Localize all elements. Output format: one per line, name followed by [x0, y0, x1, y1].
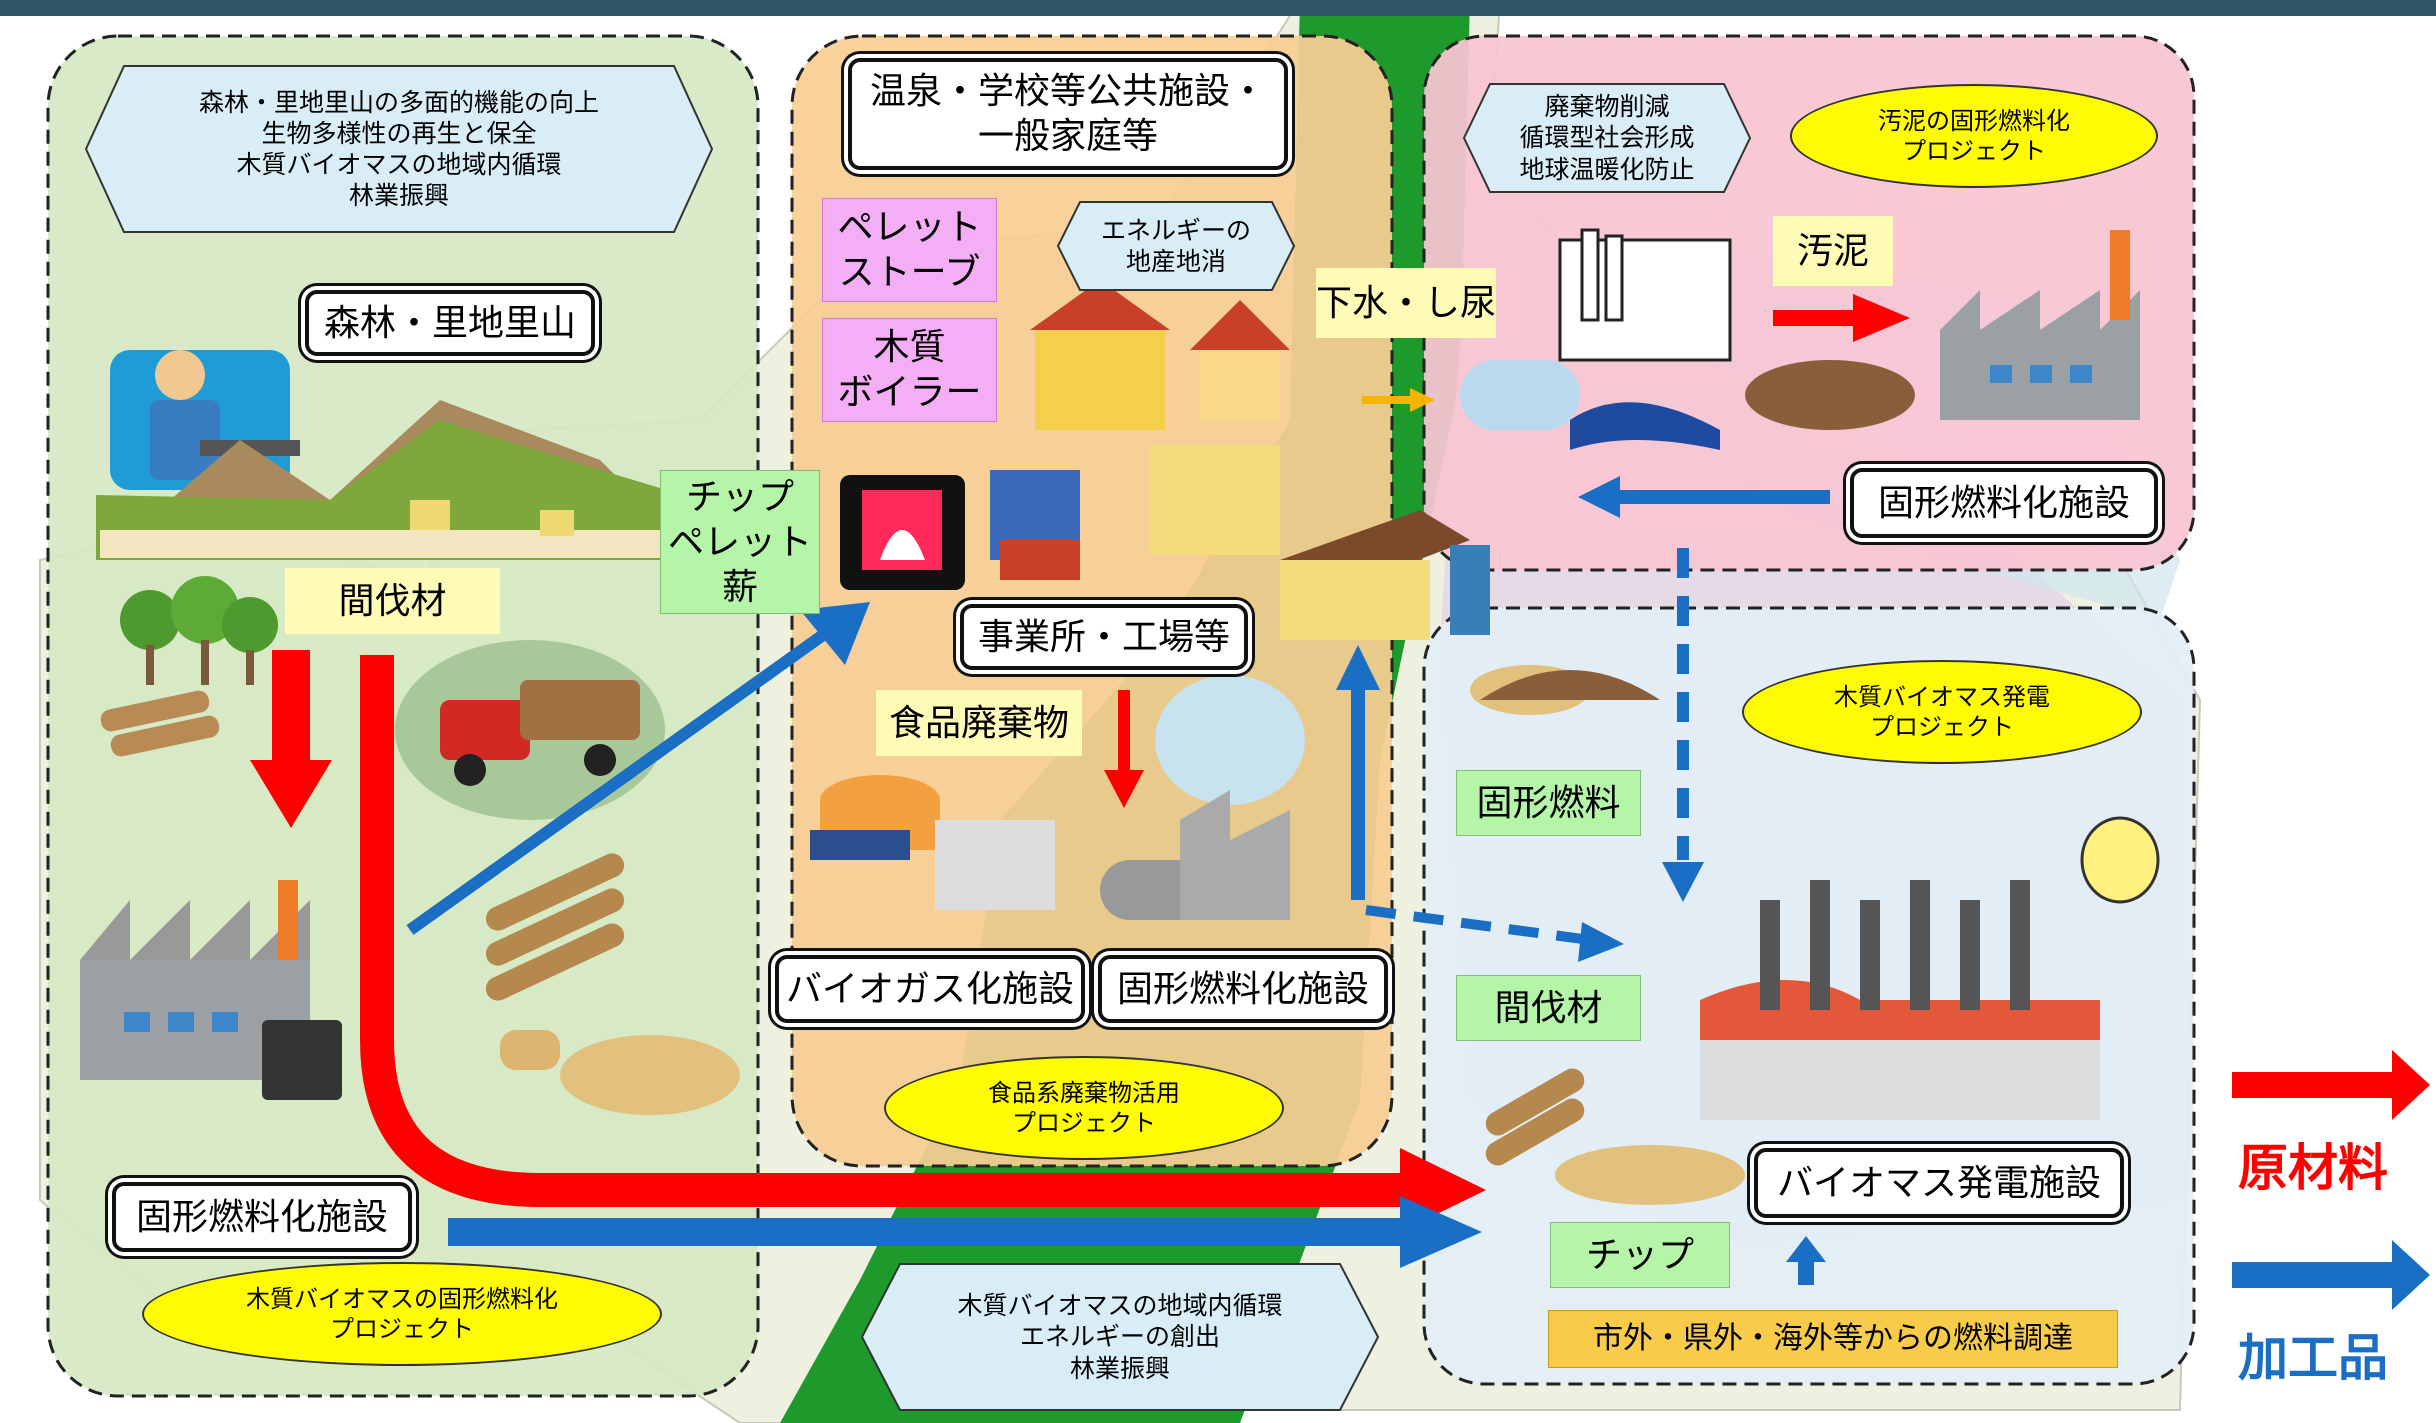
food-solid-fuel-facility: 固形燃料化施設 — [1098, 955, 1388, 1023]
food-waste-label: 食品廃棄物 — [876, 690, 1082, 756]
logs-and-chips-power — [1485, 1068, 1745, 1205]
forest-goal-4: 林業振興 — [348, 181, 449, 211]
forest-thinning-label: 間伐材 — [285, 568, 500, 634]
power-thinning-label: 間伐材 — [1456, 975, 1641, 1041]
trees-and-logs — [100, 576, 278, 757]
sludge-goal-2: 循環型社会形成 — [1519, 123, 1695, 153]
biogas-facility-label: バイオガス化施設 — [775, 955, 1085, 1023]
sewage-plant-illustration — [1460, 228, 1732, 450]
biomass-power-plant-label: バイオマス発電施設 — [1754, 1148, 2124, 1218]
mountain-landscape — [96, 400, 700, 560]
sludge-pile — [1745, 360, 1915, 430]
sewage-flow-arrow — [1362, 388, 1435, 412]
sludge-goal-3: 地球温暖化防止 — [1519, 154, 1695, 184]
wood-boiler-label: 木質 ボイラー — [822, 318, 997, 422]
sludge-goal-1: 廃棄物削減 — [1544, 92, 1670, 122]
legend-raw-arrow — [2232, 1050, 2430, 1120]
bottom-goal-3: 林業振興 — [1069, 1353, 1170, 1383]
stove-icon — [840, 475, 965, 590]
sludge-label: 汚泥 — [1773, 216, 1893, 286]
solid-fuel-pile — [1470, 665, 1660, 715]
chip-label: チップ — [1550, 1222, 1730, 1288]
dryer-plant-illustration — [1100, 790, 1290, 920]
forest-project-oval: 木質バイオマスの固形燃料化 プロジェクト — [142, 1262, 662, 1366]
power-plant-illustration — [1700, 816, 2160, 1120]
forest-goal-2: 生物多様性の再生と保全 — [261, 118, 537, 148]
factory-sludge — [1940, 230, 2140, 420]
chip-pellet-firewood-label: チップ ペレット 薪 — [660, 470, 820, 614]
sludge-solid-fuel-facility: 固形燃料化施設 — [1850, 468, 2158, 538]
sludge-goals-hexagon: 廃棄物削減 循環型社会形成 地球温暖化防止 — [1462, 82, 1752, 194]
public-title: 温泉・学校等公共施設・ 一般家庭等 — [848, 58, 1288, 170]
power-project-oval: 木質バイオマス発電 プロジェクト — [1742, 660, 2142, 764]
forester-illustration — [110, 350, 300, 490]
forest-solid-fuel-facility: 固形燃料化施設 — [112, 1182, 412, 1252]
food-project-oval: 食品系廃棄物活用 プロジェクト — [884, 1056, 1284, 1160]
forest-goal-1: 森林・里地里山の多面的機能の向上 — [198, 87, 599, 117]
bottom-goal-2: エネルギーの創出 — [1019, 1322, 1220, 1352]
local-energy-hexagon: エネルギーの 地産地消 — [1056, 200, 1296, 292]
solid-fuel-label: 固形燃料 — [1456, 770, 1641, 836]
wood-pile-forest — [485, 853, 740, 1115]
food-waste-illustration — [810, 675, 1305, 910]
processed-product-arrows — [406, 476, 1830, 1285]
pellet-stove-label: ペレット ストーブ — [822, 198, 997, 302]
sewage-label: 下水・し尿 — [1316, 268, 1496, 338]
legend-processed-arrow — [2232, 1240, 2430, 1310]
legend-processed-product: 加工品 — [2238, 1329, 2388, 1387]
factory-forest — [80, 880, 342, 1100]
forest-goal-3: 木質バイオマスの地域内循環 — [236, 150, 562, 179]
log-truck-illustration — [395, 640, 665, 820]
sludge-project-oval: 汚泥の固形燃料化 プロジェクト — [1790, 84, 2158, 188]
local-energy-text: エネルギーの 地産地消 — [1100, 215, 1251, 276]
legend-raw-material: 原材料 — [2238, 1139, 2388, 1197]
fuel-procurement-label: 市外・県外・海外等からの燃料調達 — [1548, 1310, 2118, 1368]
houses-illustration — [990, 280, 1290, 580]
raw-material-arrows — [250, 294, 1910, 1232]
forest-title: 森林・里地里山 — [305, 290, 595, 356]
warehouse-illustration — [1280, 510, 1490, 640]
bottom-goals-hexagon: 木質バイオマスの地域内循環 エネルギーの創出 林業振興 — [860, 1262, 1380, 1412]
top-bar — [0, 0, 2436, 16]
bottom-goal-1: 木質バイオマスの地域内循環 — [957, 1291, 1283, 1321]
forest-goals-hexagon: 森林・里地里山の多面的機能の向上 生物多様性の再生と保全 木質バイオマスの地域内… — [84, 64, 714, 234]
business-factory-label: 事業所・工場等 — [960, 604, 1248, 670]
